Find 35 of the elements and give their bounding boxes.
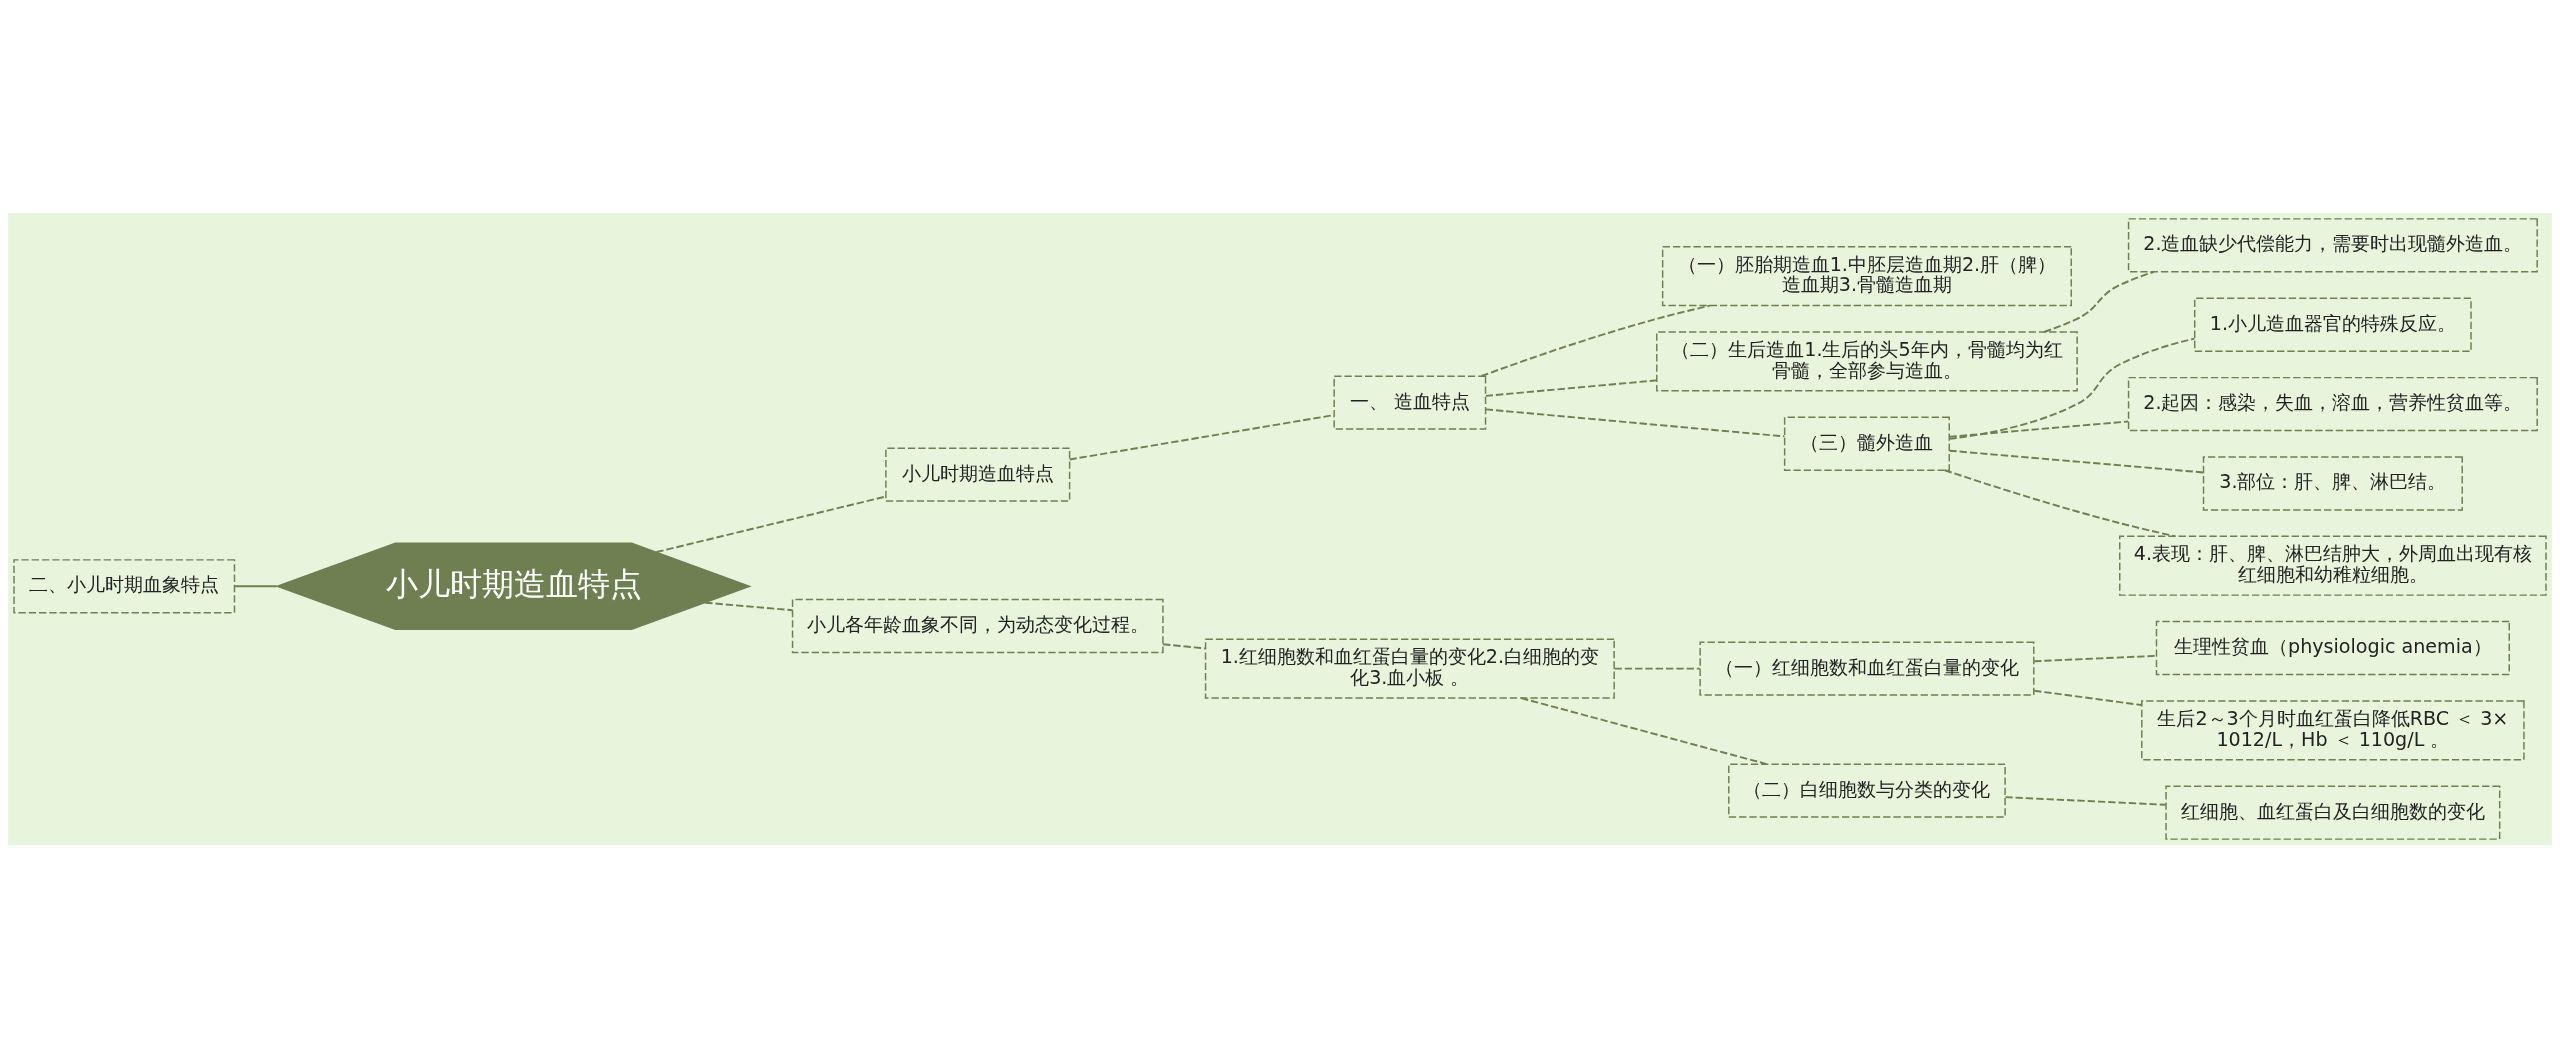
connector (1948, 449, 2205, 473)
node-box: 2.起因：感染，失血，溶血，营养性贫血等。 (2127, 376, 2538, 431)
connector (233, 584, 278, 587)
connector (1484, 407, 1786, 437)
connector (2033, 689, 2143, 706)
connector (2004, 795, 2167, 806)
connector (704, 601, 794, 611)
node-box: （一）红细胞数和血红蛋白量的变化 (1699, 640, 2035, 696)
node-box: 2.造血缺少代偿能力，需要时出现髓外造血。 (2127, 217, 2538, 273)
node-box: 生后2～3个月时血红蛋白降低RBC ＜ 3×1012/L，Hb ＜ 110g/L 。 (2141, 699, 2525, 760)
connector (1943, 468, 2177, 537)
node-box: （二）白细胞数与分类的变化 (1728, 762, 2006, 818)
connector (1520, 696, 1768, 765)
node-box: （三）髓外造血 (1783, 416, 1950, 471)
connector (1484, 378, 1658, 397)
node-box: 小儿各年龄血象不同，为动态变化过程。 (791, 598, 1164, 653)
connector (1162, 642, 1206, 649)
connector (1480, 304, 1711, 377)
node-box: （一）胚胎期造血1.中胚层造血期2.肝（脾）造血期3.骨髓造血期 (1661, 245, 2072, 306)
node-box: 一、 造血特点 (1333, 374, 1487, 430)
connector (1948, 420, 2130, 438)
node-box: 1.红细胞数和血红蛋白量的变化2.白细胞的变化3.血小板 。 (1204, 638, 1615, 699)
connector (1068, 413, 1335, 460)
node-box: 二、小儿时期血象特点 (13, 558, 236, 613)
node-box: 4.表现：肝、脾、淋巴结肿大，外周血出现有核红细胞和幼稚粒细胞。 (2119, 535, 2547, 596)
node-box: （二）生后造血1.生后的头5年内，骨髓均为红骨髓，全部参与造血。 (1656, 330, 2078, 392)
connector (2033, 654, 2158, 662)
connector (1613, 667, 1701, 670)
node-box: 1.小儿造血器官的特殊反应。 (2193, 297, 2472, 352)
connector (1948, 337, 2196, 440)
node-box: 小儿时期造血特点 (885, 446, 1071, 502)
node-box: 3.部位：肝、脾、淋巴结。 (2202, 455, 2463, 511)
node-box: 红细胞、血红蛋白及白细胞数的变化 (2165, 784, 2501, 840)
connector (655, 495, 887, 553)
node-box: 生理性贫血（physiologic anemia） (2155, 620, 2510, 675)
